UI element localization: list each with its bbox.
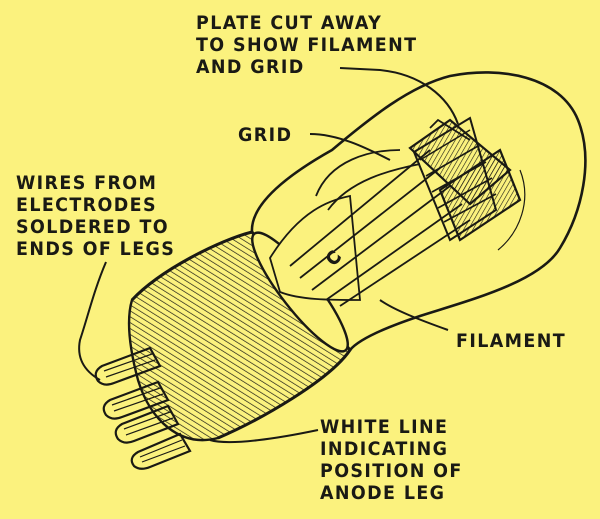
leg-4 — [130, 432, 192, 470]
leader-filament — [379, 299, 449, 331]
label-wires-line-4: ENDS OF LEGS — [16, 238, 176, 260]
label-plate-line-1: PLATE CUT AWAY — [196, 12, 383, 34]
label-white-line-1: WHITE LINE — [320, 416, 449, 438]
label-plate-cut-away: PLATE CUT AWAY TO SHOW FILAMENT AND GRID — [196, 12, 417, 78]
glass-bulb — [250, 71, 587, 351]
label-grid: GRID — [238, 124, 293, 146]
leader-white-line — [209, 429, 319, 444]
label-wires-line-3: SOLDERED TO — [16, 216, 170, 238]
leader-lines — [78, 67, 459, 444]
leader-wires — [78, 261, 107, 381]
leader-plate — [339, 67, 459, 125]
label-white-line-3: POSITION OF — [320, 460, 463, 482]
label-plate-line-2: TO SHOW FILAMENT — [196, 34, 418, 56]
label-filament: FILAMENT — [456, 330, 567, 352]
label-white-line-2: INDICATING — [320, 438, 449, 460]
label-wires-line-2: ELECTRODES — [16, 194, 157, 216]
tube-stem: C — [269, 149, 471, 307]
label-wires-from-electrodes: WIRES FROM ELECTRODES SOLDERED TO ENDS O… — [16, 172, 175, 260]
leader-grid — [309, 133, 391, 161]
label-white-line-4: ANODE LEG — [320, 482, 446, 504]
label-plate-line-3: AND GRID — [196, 56, 305, 78]
label-white-line: WHITE LINE INDICATING POSITION OF ANODE … — [320, 416, 463, 504]
label-wires-line-1: WIRES FROM — [16, 172, 158, 194]
glass-bulb-inner — [497, 169, 526, 251]
plate-grid-assembly — [408, 116, 522, 242]
